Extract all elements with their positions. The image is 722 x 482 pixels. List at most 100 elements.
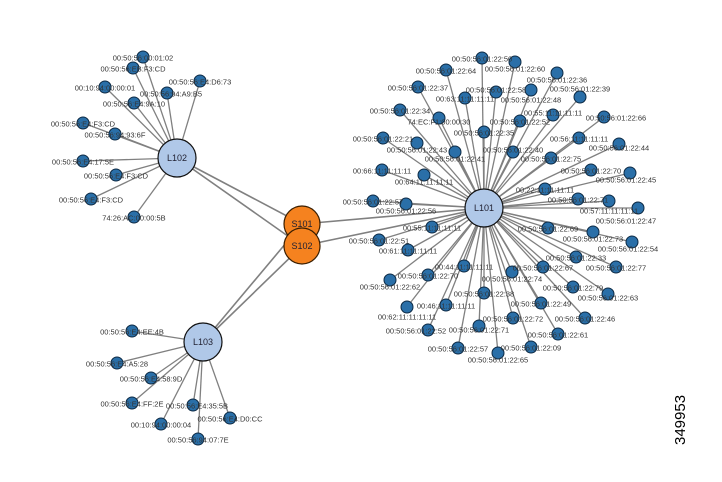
- host-mac-label: 00:50:56:01:22:65: [468, 356, 528, 365]
- host-node[interactable]: [524, 340, 538, 354]
- host-node[interactable]: [154, 417, 168, 431]
- host-node[interactable]: [551, 327, 565, 341]
- host-node[interactable]: [410, 136, 424, 150]
- host-link: [382, 137, 485, 209]
- leaf-switch-label: L102: [167, 153, 187, 163]
- spine-switch-node[interactable]: [283, 227, 321, 265]
- host-mac-label: 00:50:56:E4:D0:CC: [197, 415, 263, 424]
- leaf-switch-label: L101: [474, 203, 494, 213]
- host-node[interactable]: [125, 396, 139, 410]
- host-node[interactable]: [623, 166, 637, 180]
- host-mac-label: 00:50:56:01:22:33: [546, 254, 606, 263]
- host-node[interactable]: [191, 432, 205, 446]
- host-node[interactable]: [421, 268, 435, 282]
- host-node[interactable]: [506, 311, 520, 325]
- host-node[interactable]: [375, 163, 389, 177]
- host-node[interactable]: [76, 116, 90, 130]
- host-node[interactable]: [400, 300, 414, 314]
- host-node[interactable]: [573, 90, 587, 104]
- host-node[interactable]: [586, 225, 600, 239]
- host-node[interactable]: [439, 63, 453, 77]
- host-node[interactable]: [383, 273, 397, 287]
- host-node[interactable]: [524, 83, 538, 97]
- host-mac-label: 00:50:56:01:22:72: [483, 315, 543, 324]
- host-mac-label: 00:50:56:01:22:37: [388, 84, 448, 93]
- host-node[interactable]: [186, 398, 200, 412]
- host-node[interactable]: [475, 51, 489, 65]
- host-node[interactable]: [98, 80, 112, 94]
- leaf-switch-node[interactable]: [183, 322, 223, 362]
- host-mac-label: 00:50:56:01:22:69: [518, 225, 578, 234]
- host-node[interactable]: [448, 145, 462, 159]
- host-node[interactable]: [108, 127, 122, 141]
- host-node[interactable]: [417, 168, 431, 182]
- host-node[interactable]: [458, 91, 472, 105]
- host-node[interactable]: [572, 131, 586, 145]
- host-node[interactable]: [541, 221, 555, 235]
- host-node[interactable]: [136, 50, 150, 64]
- spine-leaf-link: [176, 157, 303, 247]
- host-node[interactable]: [432, 111, 446, 125]
- host-mac-label: 00:55:11:11:11:11: [524, 109, 582, 118]
- host-node[interactable]: [372, 233, 386, 247]
- host-mac-label: 00:50:56:E4:EE:4B: [100, 328, 164, 337]
- host-node[interactable]: [160, 86, 174, 100]
- host-node[interactable]: [609, 260, 623, 274]
- host-node[interactable]: [584, 163, 598, 177]
- host-node[interactable]: [578, 311, 592, 325]
- host-node[interactable]: [601, 287, 615, 301]
- host-node[interactable]: [546, 108, 560, 122]
- host-node[interactable]: [84, 192, 98, 206]
- leaf-switch-node[interactable]: [157, 138, 197, 178]
- host-mac-label: 00:50:56:01:22:38: [454, 290, 514, 299]
- host-node[interactable]: [127, 210, 141, 224]
- leaf-switch-node[interactable]: [464, 188, 504, 228]
- host-node[interactable]: [489, 85, 503, 99]
- host-node[interactable]: [109, 168, 123, 182]
- host-node[interactable]: [76, 154, 90, 168]
- host-node[interactable]: [411, 80, 425, 94]
- host-node[interactable]: [550, 66, 564, 80]
- host-node[interactable]: [612, 137, 626, 151]
- host-node[interactable]: [472, 319, 486, 333]
- host-node[interactable]: [399, 197, 413, 211]
- host-node[interactable]: [536, 260, 550, 274]
- host-node[interactable]: [127, 96, 141, 110]
- host-node[interactable]: [451, 341, 465, 355]
- host-node[interactable]: [126, 61, 140, 75]
- host-mac-label: 00:62:11:11:11:11: [378, 313, 436, 322]
- host-node[interactable]: [566, 280, 580, 294]
- host-node[interactable]: [125, 324, 139, 338]
- host-node[interactable]: [477, 125, 491, 139]
- host-node[interactable]: [401, 243, 415, 257]
- host-node[interactable]: [569, 250, 583, 264]
- host-mac-label: 00:64:11:11:11:11: [395, 178, 453, 187]
- host-node[interactable]: [513, 114, 527, 128]
- host-node[interactable]: [393, 103, 407, 117]
- host-node[interactable]: [425, 220, 439, 234]
- host-node[interactable]: [597, 110, 611, 124]
- host-node[interactable]: [439, 298, 453, 312]
- host-node[interactable]: [625, 235, 639, 249]
- host-node[interactable]: [631, 201, 645, 215]
- host-node[interactable]: [144, 371, 158, 385]
- host-node[interactable]: [602, 194, 616, 208]
- host-node[interactable]: [110, 356, 124, 370]
- host-node[interactable]: [491, 346, 505, 360]
- host-node[interactable]: [506, 145, 520, 159]
- host-node[interactable]: [534, 296, 548, 310]
- host-node[interactable]: [366, 194, 380, 208]
- host-node[interactable]: [544, 151, 558, 165]
- host-node[interactable]: [477, 286, 491, 300]
- host-node[interactable]: [508, 55, 522, 69]
- host-node[interactable]: [421, 323, 435, 337]
- host-mac-label: 74:26:AC:00:00:5B: [102, 214, 165, 223]
- host-node[interactable]: [223, 411, 237, 425]
- host-node[interactable]: [376, 131, 390, 145]
- host-link: [483, 207, 574, 288]
- host-node[interactable]: [193, 74, 207, 88]
- host-node[interactable]: [538, 182, 552, 196]
- host-node[interactable]: [505, 265, 519, 279]
- host-node[interactable]: [457, 259, 471, 273]
- host-node[interactable]: [571, 192, 585, 206]
